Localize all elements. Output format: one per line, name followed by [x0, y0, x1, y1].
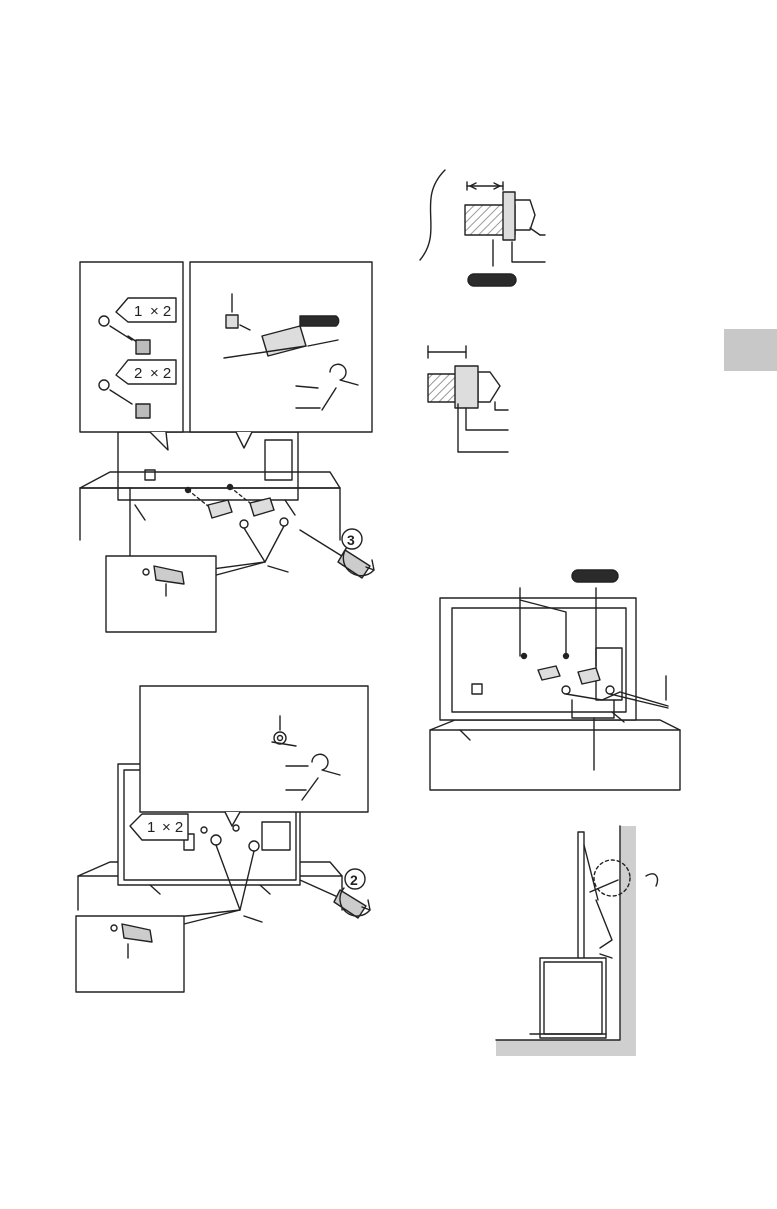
fig-screw-depth-1: [420, 170, 545, 286]
part-count-1-bottom: × 2: [162, 819, 183, 836]
fig-stand-attach-bottom: [76, 686, 370, 992]
fig-screw-depth-2: [428, 346, 508, 452]
fig-tv-back-cords: [430, 570, 680, 790]
part-mark-2-top: 2: [134, 365, 142, 382]
fig-wall-side-view: [496, 826, 658, 1056]
part-count-1-top: × 2: [150, 303, 171, 320]
fig-stand-attach-top: [80, 262, 374, 632]
part-mark-1-bottom: 1: [147, 819, 155, 836]
part-mark-1-top: 1: [134, 303, 142, 320]
step-3-badge: 3: [347, 532, 355, 548]
part-count-2-top: × 2: [150, 365, 171, 382]
step-2-badge: 2: [350, 872, 358, 888]
